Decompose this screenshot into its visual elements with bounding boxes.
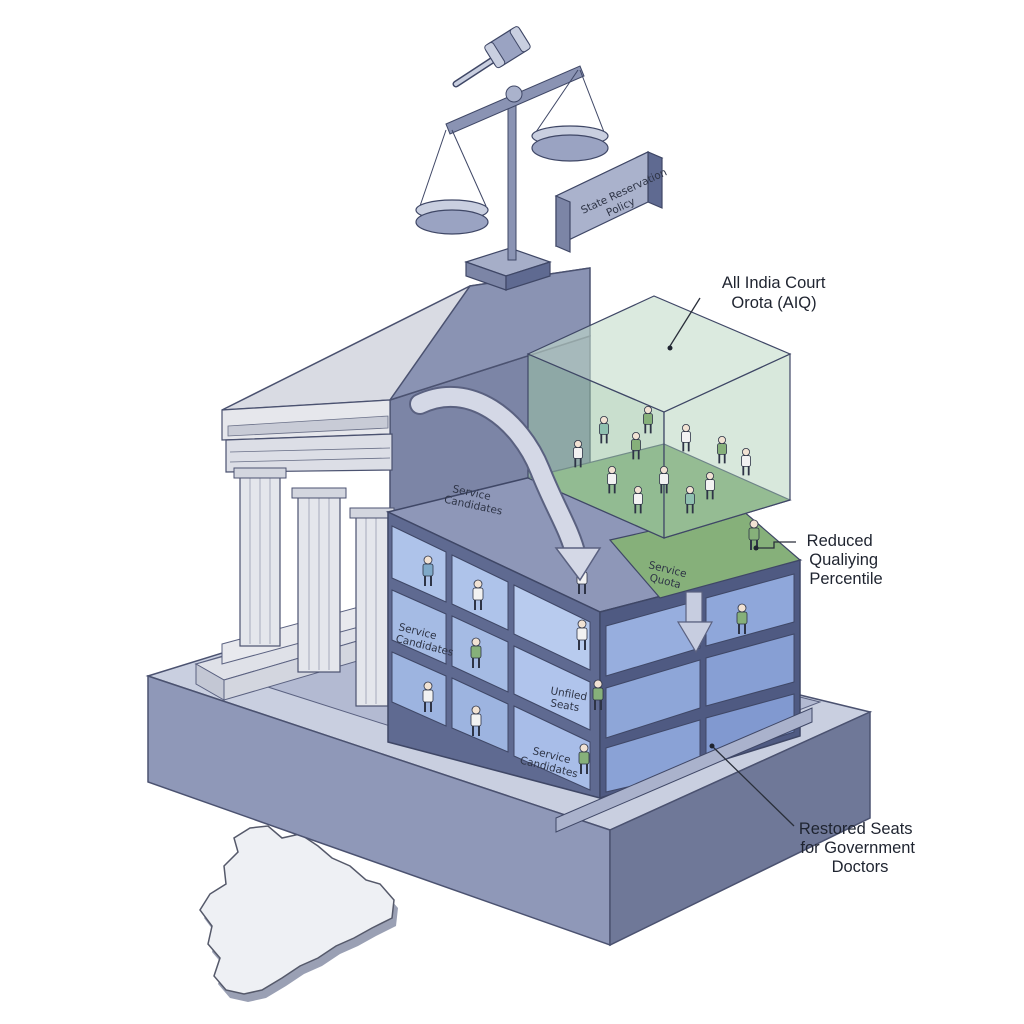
gavel (452, 26, 531, 88)
person-figure (578, 743, 590, 774)
flow-arrow-curved (409, 385, 602, 582)
aiq-label-line-1: All India Court (722, 274, 826, 292)
callout-reduced-percentile: Reduced Qualiying Percentile (753, 532, 883, 588)
person-figure (741, 447, 751, 476)
state-reservation-policy-sign: State Reservation Policy (554, 151, 669, 253)
person-figure (631, 431, 641, 460)
restored-label-line-3: Doctors (832, 858, 889, 876)
person-figure (576, 619, 588, 650)
unfilled-seats-line-2: Seats (549, 697, 580, 714)
reduced-label-line-3: Percentile (809, 570, 882, 588)
person-figure (599, 415, 609, 444)
callout-aiq: All India Court Orota (AIQ) (667, 274, 830, 351)
reduced-label-line-2: Qualiying (809, 551, 878, 569)
person-figure (633, 485, 643, 514)
person-figure (592, 679, 604, 710)
person-figure (659, 465, 669, 494)
person-figure (736, 603, 748, 634)
svg-text:Reduced Qualiying: Reduced Qualiying Percentile (807, 532, 883, 588)
person-figure (748, 519, 760, 550)
person-figure (472, 579, 484, 610)
aiq-glass-cube (526, 295, 792, 539)
svg-text:Restored Seats for Gover: Restored Seats for Government Doctors (799, 820, 920, 876)
flow-arrow-down (676, 591, 713, 654)
reduced-label-line-1: Reduced (807, 532, 873, 550)
person-figure (607, 465, 617, 494)
person-figure (422, 555, 434, 586)
person-figure (717, 435, 727, 464)
person-figure (685, 485, 695, 514)
person-figure (705, 471, 715, 500)
restored-label-line-2: for Government (800, 839, 915, 857)
person-figure (681, 423, 691, 452)
scales-of-justice (415, 65, 609, 291)
grid-people (422, 519, 760, 774)
column-1 (233, 467, 287, 647)
svg-text:All India Court Orota (A: All India Court Orota (AIQ) (722, 274, 830, 312)
person-figure (470, 637, 482, 668)
restored-label-line-1: Restored Seats (799, 820, 913, 838)
aiq-label-line-2: Orota (AIQ) (731, 294, 816, 312)
svg-text:Unfiled Seats: Unfiled Seats (547, 685, 591, 716)
column-3 (349, 507, 395, 707)
person-figure (470, 705, 482, 736)
column-2 (291, 487, 347, 673)
person-figure (643, 405, 653, 434)
person-figure (422, 681, 434, 712)
india-map-silhouette (199, 825, 398, 1002)
callout-restored-seats: Restored Seats for Government Doctors (709, 743, 920, 876)
aiq-people (573, 405, 751, 514)
person-figure (573, 439, 583, 468)
